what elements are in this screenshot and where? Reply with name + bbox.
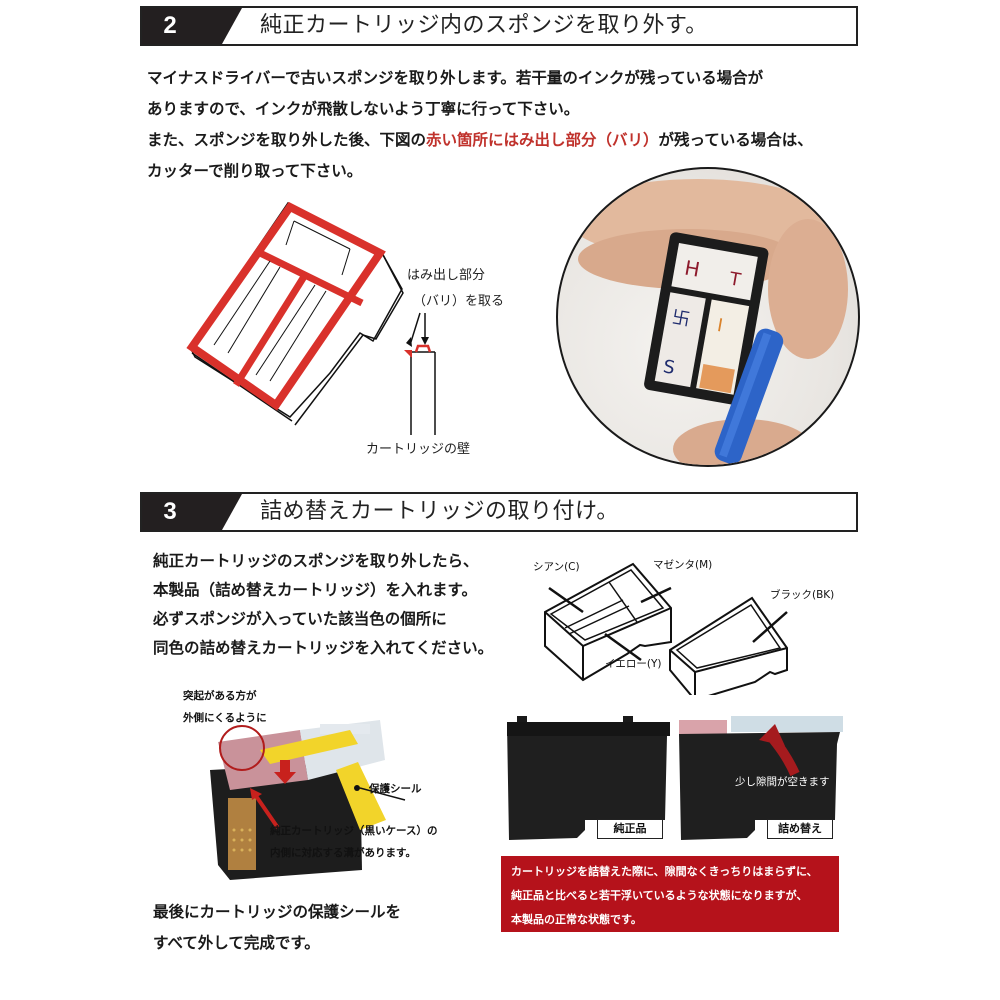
instruction-line: 同色の詰め替えカートリッジを入れてください。 <box>153 639 494 657</box>
instruction-line: すべて外して完成です。 <box>153 934 320 952</box>
installed-cartridge-photo <box>190 700 450 880</box>
refill-cartridge-photo: 少し隙間が空きます 詰め替え <box>675 712 845 844</box>
cartridge-burr-diagram <box>186 201 436 435</box>
step-title: 純正カートリッジ内のスポンジを取り外す。 <box>260 13 708 38</box>
groove-note: 内側に対応する溝があります。 <box>270 847 416 859</box>
burr-label: はみ出し部分 <box>407 268 486 283</box>
step-number: 2 <box>163 12 177 39</box>
step-title: 詰め替えカートリッジの取り付け。 <box>260 499 619 524</box>
photo-illustration <box>210 720 406 880</box>
svg-text:卐: 卐 <box>670 307 691 331</box>
refill-tag: 詰め替え <box>767 819 833 839</box>
photo-illustration <box>507 716 670 840</box>
genuine-cartridge-photo: 純正品 <box>505 712 670 844</box>
protrusion-note: 外側にくるように <box>183 712 267 724</box>
text-segment: また、スポンジを取り外した後、下図の <box>147 131 427 149</box>
color-slot-diagram <box>544 562 788 695</box>
groove-note: 純正カートリッジ（黒いケース）の <box>270 825 438 837</box>
notice-line: カートリッジを詰替えた際に、隙間なくきっちりはまらずに、 <box>511 865 818 878</box>
step-number: 3 <box>163 498 177 525</box>
photo-illustration: H T 卐 S I <box>568 179 848 465</box>
sponge-removal-photo: H T 卐 S I <box>556 167 860 467</box>
instruction-line: ありますので、インクが飛散しないよう丁寧に行って下さい。 <box>147 100 580 118</box>
black-label: ブラック(BK) <box>770 589 835 601</box>
final-instructions: 最後にカートリッジの保護シールを すべて外して完成です。 <box>153 897 401 959</box>
svg-text:H: H <box>683 256 702 282</box>
yellow-label: イエロー(Y) <box>605 658 662 670</box>
step-2-header: 2 純正カートリッジ内のスポンジを取り外す。 <box>140 6 858 46</box>
genuine-tag: 純正品 <box>597 819 663 839</box>
wall-label: カートリッジの壁 <box>366 442 471 457</box>
notice-line: 本製品の正常な状態です。 <box>511 913 642 926</box>
svg-text:S: S <box>661 356 676 379</box>
step-2-instructions: マイナスドライバーで古いスポンジを取り外します。若干量のインクが残っている場合が… <box>147 63 813 187</box>
svg-text:T: T <box>727 268 743 291</box>
step-number-badge: 3 <box>142 494 242 530</box>
instruction-line: また、スポンジを取り外した後、下図の赤い箇所にはみ出し部分（バリ）が残っている場… <box>147 125 813 156</box>
magenta-label: マゼンタ(M) <box>653 559 713 571</box>
step-number-badge: 2 <box>142 8 242 44</box>
photo-illustration <box>679 716 843 840</box>
step-3-instructions: 純正カートリッジのスポンジを取り外したら、 本製品（詰め替えカートリッジ）を入れ… <box>153 547 493 663</box>
gap-label: 少し隙間が空きます <box>735 776 830 788</box>
burr-label: （バリ）を取る <box>413 294 505 309</box>
protrusion-note: 突起がある方が <box>183 690 257 702</box>
svg-text:I: I <box>715 315 724 337</box>
notice-line: 純正品と比べると若干浮いているような状態になりますが、 <box>511 889 808 902</box>
instruction-line: 最後にカートリッジの保護シールを <box>153 903 402 921</box>
seal-label: 保護シール <box>369 783 422 795</box>
instruction-line: 本製品（詰め替えカートリッジ）を入れます。 <box>153 581 477 599</box>
highlight-text: 赤い箇所にはみ出し部分（バリ） <box>426 131 659 149</box>
normal-state-notice: カートリッジを詰替えた際に、隙間なくきっちりはまらずに、 純正品と比べると若干浮… <box>501 856 839 932</box>
step-3-header: 3 詰め替えカートリッジの取り付け。 <box>140 492 858 532</box>
text-segment: が残っている場合は、 <box>658 131 813 149</box>
cyan-label: シアン(C) <box>533 561 580 573</box>
instruction-line: 必ずスポンジが入っていた該当色の個所に <box>153 610 447 628</box>
instruction-line: マイナスドライバーで古いスポンジを取り外します。若干量のインクが残っている場合が <box>147 69 764 87</box>
instruction-line: カッターで削り取って下さい。 <box>147 162 363 180</box>
instruction-line: 純正カートリッジのスポンジを取り外したら、 <box>153 552 479 570</box>
